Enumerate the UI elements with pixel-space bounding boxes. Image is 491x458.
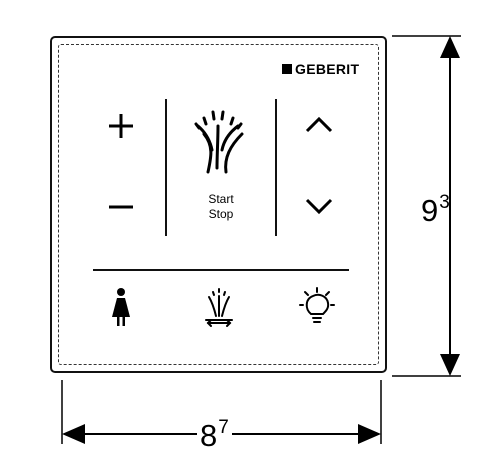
- height-label: 93: [421, 192, 450, 228]
- brand-name: GEBERIT: [295, 61, 360, 77]
- remote-control-panel: [50, 36, 387, 373]
- width-label: 87: [197, 412, 232, 452]
- spray-icon[interactable]: [194, 110, 244, 174]
- height-dimension: [392, 35, 461, 377]
- start-stop-label: Start Stop: [188, 192, 254, 222]
- logo-square-icon: [282, 64, 292, 74]
- plus-icon[interactable]: [109, 114, 133, 138]
- spray-position-icon[interactable]: [205, 288, 233, 327]
- panel-inner-border: [58, 44, 379, 365]
- chevron-down-icon[interactable]: [305, 198, 333, 215]
- brand-logo: GEBERIT: [282, 60, 359, 78]
- stop-label: Stop: [208, 207, 234, 221]
- lady-shower-icon[interactable]: [112, 288, 130, 326]
- start-label: Start: [208, 192, 234, 206]
- lightbulb-icon[interactable]: [299, 287, 335, 323]
- chevron-up-icon[interactable]: [305, 116, 333, 133]
